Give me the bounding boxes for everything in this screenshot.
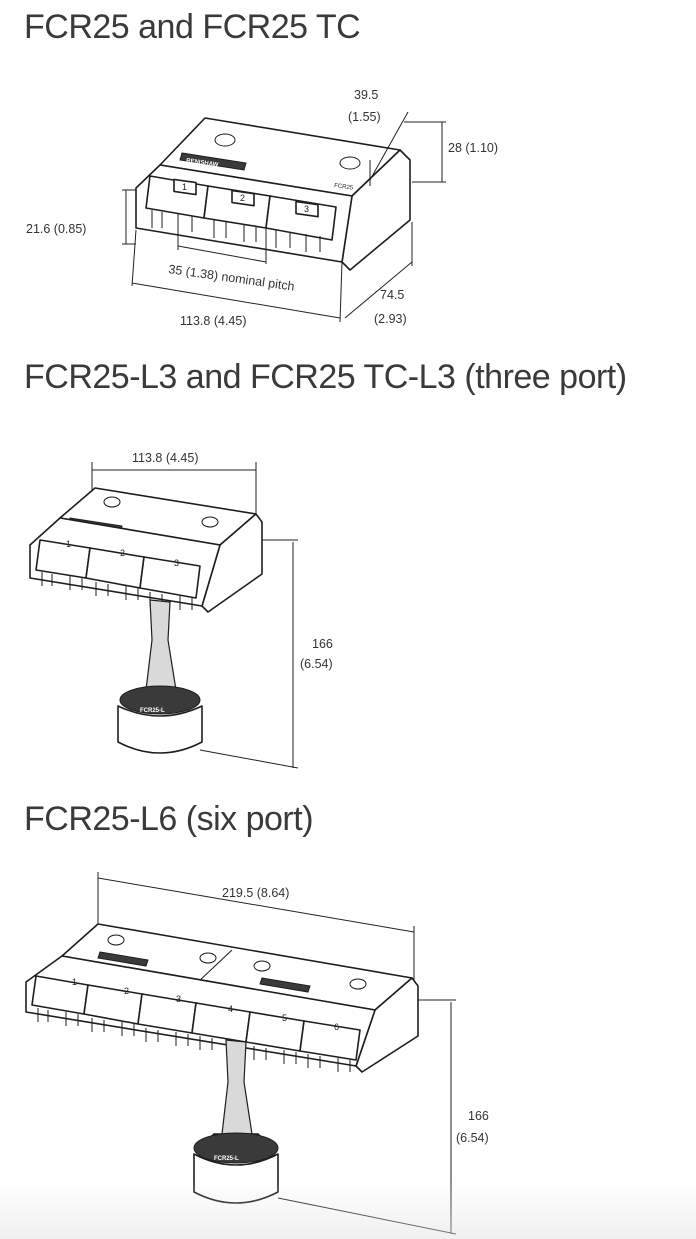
- port-number-5: 5: [282, 1013, 287, 1023]
- bottom-fade: [0, 1179, 696, 1239]
- brand-logo-icon: [97, 951, 149, 967]
- brand-logo-icon: [179, 152, 247, 171]
- mounting-hole-icon: [103, 496, 121, 508]
- stand-label: FCR25-L: [140, 708, 165, 714]
- section-title-fcr25: FCR25 and FCR25 TC: [24, 8, 361, 46]
- width-dimension: 219.5 (8.64): [222, 886, 289, 900]
- depth-dimension-inch: (2.93): [374, 312, 407, 326]
- mounting-hole-icon: [339, 156, 361, 170]
- mounting-hole-icon: [107, 934, 125, 946]
- port-number-3: 3: [174, 558, 179, 568]
- port-number-1: 1: [182, 182, 187, 192]
- product-mark: FCR25: [334, 183, 354, 192]
- fcr25-l3-diagram: 113.8 (4.45) FCR25 1 2 3 FCR25-L 166 (6.…: [29, 451, 333, 769]
- stand-base-ring: [119, 685, 201, 715]
- port-number-3: 3: [304, 204, 309, 214]
- mounting-hole-icon: [201, 516, 219, 528]
- mounting-hole-icon: [199, 952, 217, 964]
- port-number-1: 1: [72, 977, 77, 987]
- front-height-dimension: 21.6 (0.85): [26, 222, 86, 236]
- height-dimension: 166: [468, 1109, 489, 1123]
- port-number-2: 2: [124, 986, 129, 996]
- port-number-4: 4: [228, 1004, 233, 1014]
- port-number-1: 1: [66, 539, 71, 549]
- fcr25-diagram: RENISHAW FCR25 1 2 3 113.8 (4.45) 35 (1.…: [26, 88, 498, 328]
- brand-logo-icon: [259, 977, 311, 993]
- mounting-hole-icon: [253, 960, 271, 972]
- stand-base: [117, 705, 203, 754]
- port-number-2: 2: [120, 548, 125, 558]
- width-dimension: 113.8 (4.45): [180, 314, 246, 328]
- port-3: [139, 556, 201, 599]
- height-dimension-inch: (6.54): [300, 657, 333, 671]
- stand-column: [221, 1039, 253, 1135]
- mounting-hole-icon: [349, 978, 367, 990]
- brand-logo-text: RENISHAW: [186, 158, 219, 168]
- port-number-2: 2: [240, 193, 245, 203]
- width-dimension: 113.8 (4.45): [132, 451, 198, 465]
- height-dimension-inch: (6.54): [456, 1131, 489, 1145]
- port-number-3: 3: [176, 994, 181, 1004]
- port-jaws: [41, 572, 193, 610]
- section-title-fcr25-l3: FCR25-L3 and FCR25 TC-L3 (three port): [24, 358, 627, 396]
- section-title-fcr25-l6: FCR25-L6 (six port): [24, 800, 314, 838]
- stand-label: FCR25-L: [214, 1156, 239, 1162]
- top-depth-dimension: 39.5: [354, 88, 378, 102]
- height-dimension: 28 (1.10): [448, 141, 498, 155]
- top-depth-dimension-inch: (1.55): [348, 110, 381, 124]
- mounting-hole-icon: [214, 133, 236, 147]
- height-dimension: 166: [312, 637, 333, 651]
- port-number-6: 6: [334, 1022, 339, 1032]
- depth-dimension: 74.5: [380, 288, 404, 302]
- port-jaws: [37, 1008, 351, 1072]
- stand-base-ring: [193, 1132, 279, 1164]
- port-6: [299, 1020, 361, 1061]
